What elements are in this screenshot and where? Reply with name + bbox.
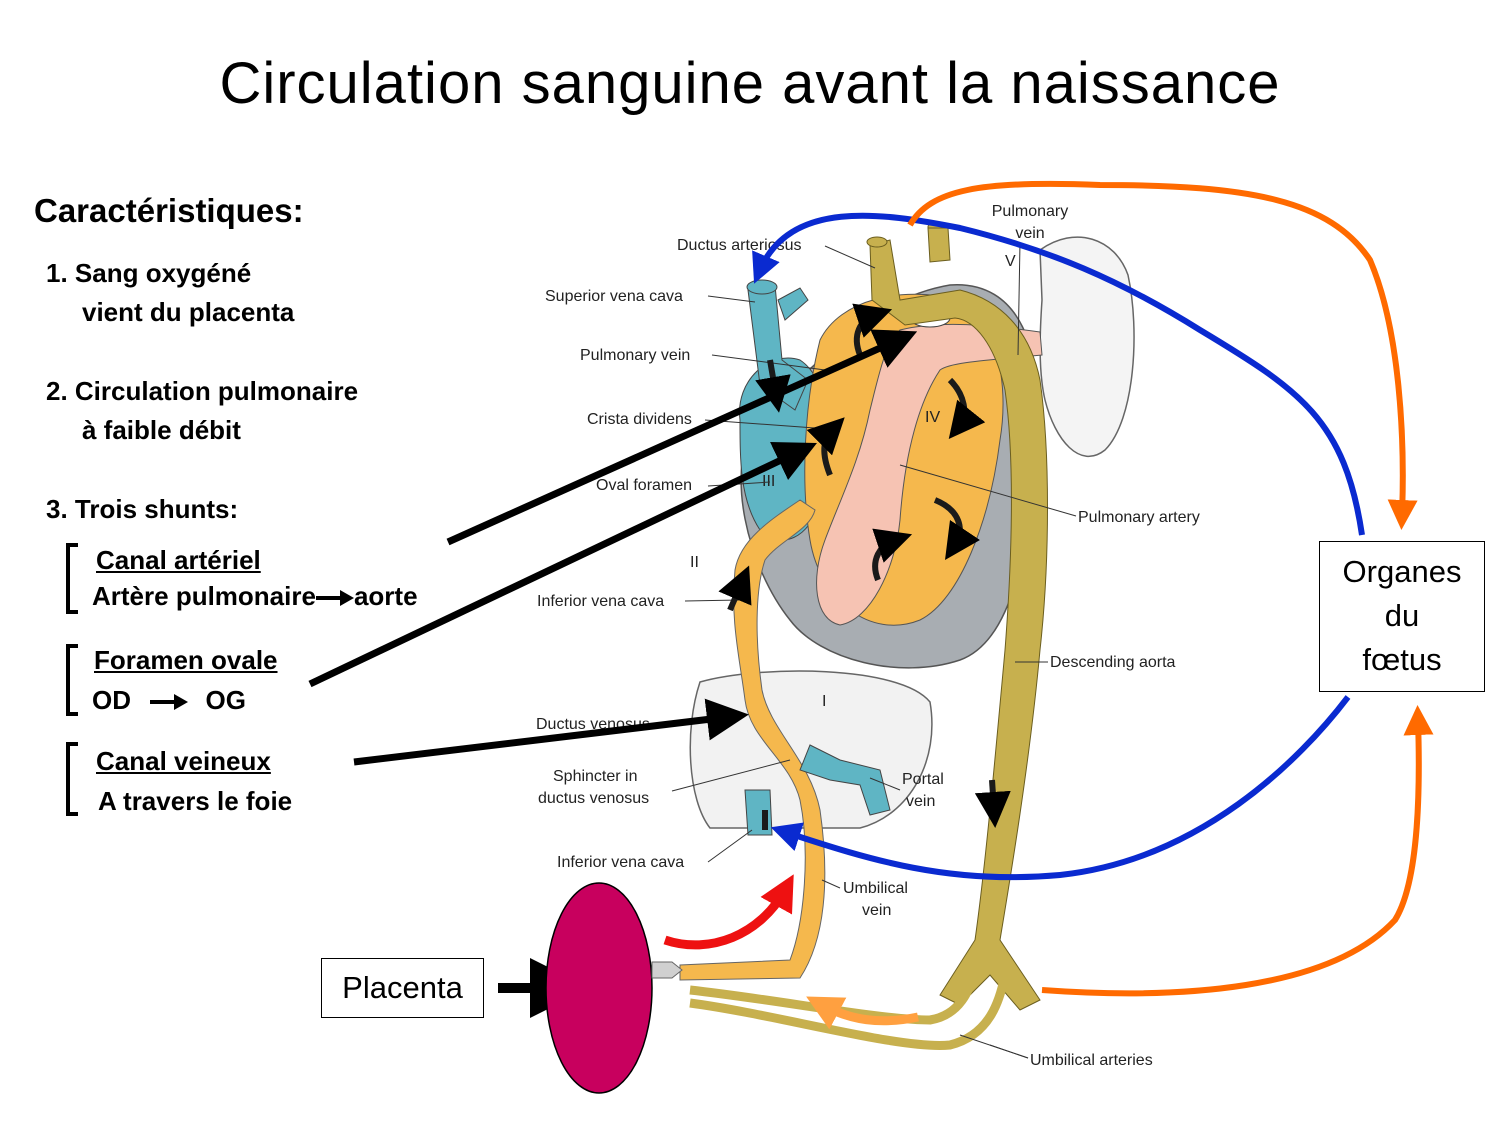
anatomical-labels: Pulmonary vein Ductus arteriosus Superio… (536, 203, 1200, 1069)
blue-return-arrow-bottom (770, 695, 1351, 881)
aortic-vessel-2-stem (927, 227, 951, 263)
label-pulmonary-vein-top-2: vein (1015, 225, 1044, 242)
umbilical-vein-path (679, 499, 826, 981)
umbilical-artery-2 (689, 974, 1010, 1050)
shunt-foramen-ovale-name: Foramen ovale (94, 645, 278, 675)
label-roman-i: I (822, 693, 826, 710)
orange-arrow-to-organs-top (907, 180, 1418, 530)
shunt-canal-veineux-name: Canal veineux (96, 746, 271, 776)
pointer-arrow-canal-veineux (353, 698, 749, 766)
label-pulmonary-vein-top-1: Pulmonary (992, 203, 1068, 220)
characteristics-heading: Caractéristiques: (34, 192, 304, 229)
label-inferior-vena-cava-2: Inferior vena cava (557, 854, 684, 871)
label-portal-1: Portal (902, 771, 944, 788)
right-arrow-icon (150, 694, 189, 711)
label-pulmonary-artery: Pulmonary artery (1078, 509, 1200, 526)
organs-line-2: du (1384, 598, 1420, 633)
bracket-3 (66, 742, 78, 816)
label-portal-2: vein (906, 793, 935, 810)
shunt-foramen-ovale-from: OD (92, 685, 131, 715)
label-sphincter-1: Sphincter in (553, 768, 638, 785)
orange-arrow-to-organs-bottom (1041, 705, 1434, 997)
label-pulmonary-vein: Pulmonary vein (580, 347, 690, 364)
shunt-canal-arteriel-name: Canal artériel (96, 545, 261, 575)
portal-vein (799, 744, 891, 816)
shunt-canal-arteriel-to: aorte (353, 581, 418, 611)
point-1: 1. Sang oxygéné vient du placenta (46, 254, 294, 332)
right-arrow-icon (315, 590, 354, 607)
lung (1039, 236, 1135, 457)
label-superior-vena-cava: Superior vena cava (545, 288, 683, 305)
inner-flow-arrows (718, 303, 1011, 830)
label-crista-dividens: Crista dividens (587, 411, 692, 428)
label-inferior-vena-cava: Inferior vena cava (537, 593, 664, 610)
label-sphincter-2: ductus venosus (538, 790, 649, 807)
point-1-line-2: vient du placenta (82, 297, 295, 327)
svc-opening (746, 279, 778, 295)
light-orange-return-arrow (806, 996, 919, 1030)
label-roman-iii: III (762, 473, 775, 490)
bracket-2 (66, 644, 78, 716)
placenta-shape (545, 882, 653, 1094)
label-umbilical-arteries: Umbilical arteries (1030, 1052, 1153, 1069)
label-roman-v: V (1005, 253, 1016, 270)
label-roman-ii: II (690, 554, 699, 571)
red-oxygenated-arrow (663, 874, 794, 950)
point-2-line-1: 2. Circulation pulmonaire (46, 376, 359, 406)
bracket-1 (66, 543, 78, 614)
label-oval-foramen: Oval foramen (596, 477, 692, 494)
shunt-canal-veineux-detail: A travers le foie (98, 786, 293, 816)
shunt-canal-arteriel-detail: Artère pulmonaire aorte (92, 581, 418, 612)
point-1-line-1: 1. Sang oxygéné (46, 258, 252, 288)
page-title: Circulation sanguine avant la naissance (219, 51, 1281, 116)
shunt-foramen-ovale-detail: OD OG (92, 685, 246, 716)
label-roman-iv: IV (925, 409, 940, 426)
organs-box: Organes du fœtus (1319, 541, 1485, 692)
label-umbilical-vein-2: vein (862, 902, 891, 919)
pointer-arrow-canal-arteriel (446, 329, 918, 546)
label-descending-aorta: Descending aorta (1050, 654, 1176, 671)
pointer-arrow-foramen-ovale (308, 442, 817, 688)
organs-line-1: Organes (1342, 554, 1462, 589)
shunt-brackets (66, 543, 78, 816)
svc-branch (777, 287, 809, 321)
organs-line-3: fœtus (1362, 642, 1442, 677)
point-2-line-2: à faible débit (82, 415, 241, 445)
cord-connector (651, 961, 683, 979)
aortic-vessel-1 (866, 236, 888, 248)
shunt-foramen-ovale-to: OG (205, 685, 246, 715)
blue-return-arrow-top (752, 212, 1365, 536)
point-2: 2. Circulation pulmonaire à faible débit (46, 372, 358, 450)
label-umbilical-vein-1: Umbilical (843, 880, 908, 897)
shunt-canal-arteriel-from: Artère pulmonaire (92, 581, 316, 611)
point-3: 3. Trois shunts: (46, 494, 239, 524)
placenta-box: Placenta (321, 958, 484, 1018)
